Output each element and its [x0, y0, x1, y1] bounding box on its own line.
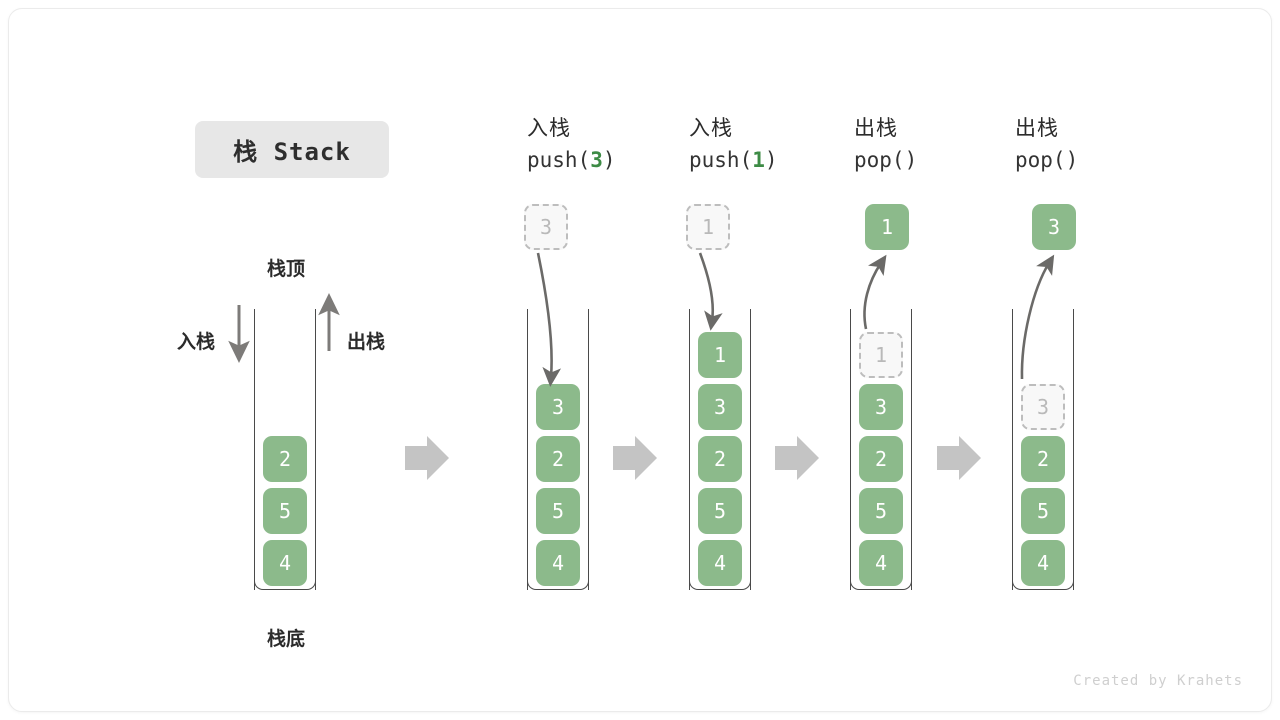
stack-cell: 4: [536, 540, 580, 586]
stack-wall-right: [911, 309, 912, 590]
stack-wall-left: [527, 309, 528, 590]
column-header-cn: 入栈: [689, 117, 733, 140]
stack-cell: 3: [536, 384, 580, 430]
stack-cells: 3 2 5 4: [1012, 384, 1074, 586]
stack-pop-1: 1 3 2 5 4: [850, 309, 912, 590]
stack-cell: 2: [1021, 436, 1065, 482]
column-header-code: push(1): [689, 148, 778, 172]
stack-cells: 1 3 2 5 4: [850, 332, 912, 586]
float-cell-pop-1: 1: [865, 204, 909, 250]
code-arg: 3: [590, 148, 603, 172]
stack-wall-left: [1012, 309, 1013, 590]
stack-cell: 4: [1021, 540, 1065, 586]
column-header-pop-1: 出栈 pop(): [854, 114, 1034, 176]
code-arg: 1: [752, 148, 765, 172]
stack-cells: 3 2 5 4: [527, 384, 589, 586]
title-badge: 栈 Stack: [195, 121, 389, 178]
stack-cells: 2 5 4: [254, 436, 316, 586]
stack-cell: 1: [698, 332, 742, 378]
stack-wall-right: [315, 309, 316, 590]
column-header-code: push(3): [527, 148, 616, 172]
stack-cell: 5: [263, 488, 307, 534]
stack-cell: 2: [698, 436, 742, 482]
stack-cell: 3: [1021, 384, 1065, 430]
stack-floor: [850, 576, 912, 590]
column-header-pop-3: 出栈 pop(): [1015, 114, 1195, 176]
column-header-cn: 入栈: [527, 117, 571, 140]
column-header-code: pop(): [1015, 148, 1079, 172]
float-cell-push-3: 3: [524, 204, 568, 250]
stack-push-1: 1 3 2 5 4: [689, 309, 751, 590]
step-arrow-3: [775, 436, 819, 480]
stack-cell: 5: [1021, 488, 1065, 534]
stack-wall-left: [689, 309, 690, 590]
stack-initial: 2 5 4: [254, 309, 316, 590]
stack-cell: 1: [859, 332, 903, 378]
stack-cell: 4: [698, 540, 742, 586]
pop-side-label: 出栈: [347, 332, 386, 353]
column-header-cn: 出栈: [1015, 117, 1059, 140]
credit-footer: Created by Krahets: [1073, 673, 1243, 689]
stack-wall-right: [588, 309, 589, 590]
step-arrow-1: [405, 436, 449, 480]
column-header-push-3: 入栈 push(3): [527, 114, 707, 176]
stack-bottom-label: 栈底: [267, 629, 306, 650]
stack-pop-3: 3 2 5 4: [1012, 309, 1074, 590]
column-header-cn: 出栈: [854, 117, 898, 140]
float-cell-pop-3: 3: [1032, 204, 1076, 250]
stack-floor: [1012, 576, 1074, 590]
stack-floor: [527, 576, 589, 590]
stack-push-3: 3 2 5 4: [527, 309, 589, 590]
step-arrow-4: [937, 436, 981, 480]
stack-cell: 5: [859, 488, 903, 534]
stack-cell: 2: [536, 436, 580, 482]
stack-cell: 3: [859, 384, 903, 430]
stack-cell: 5: [536, 488, 580, 534]
stack-cell: 5: [698, 488, 742, 534]
stack-wall-left: [254, 309, 255, 590]
column-header-code: pop(): [854, 148, 918, 172]
stack-cell: 4: [263, 540, 307, 586]
stack-cell: 3: [698, 384, 742, 430]
step-arrow-2: [613, 436, 657, 480]
stack-cell: 4: [859, 540, 903, 586]
float-cell-push-1: 1: [686, 204, 730, 250]
push-side-label: 入栈: [177, 332, 216, 353]
stack-cells: 1 3 2 5 4: [689, 332, 751, 586]
stack-top-label: 栈顶: [267, 259, 306, 280]
stack-wall-left: [850, 309, 851, 590]
stack-wall-right: [1073, 309, 1074, 590]
stack-floor: [689, 576, 751, 590]
stack-wall-right: [750, 309, 751, 590]
column-header-push-1: 入栈 push(1): [689, 114, 869, 176]
stack-floor: [254, 576, 316, 590]
diagram-card: 栈 Stack 栈顶 栈底 入栈 出栈 入栈 push(3) 入栈 push(1…: [8, 8, 1272, 712]
stack-cell: 2: [859, 436, 903, 482]
stack-cell: 2: [263, 436, 307, 482]
